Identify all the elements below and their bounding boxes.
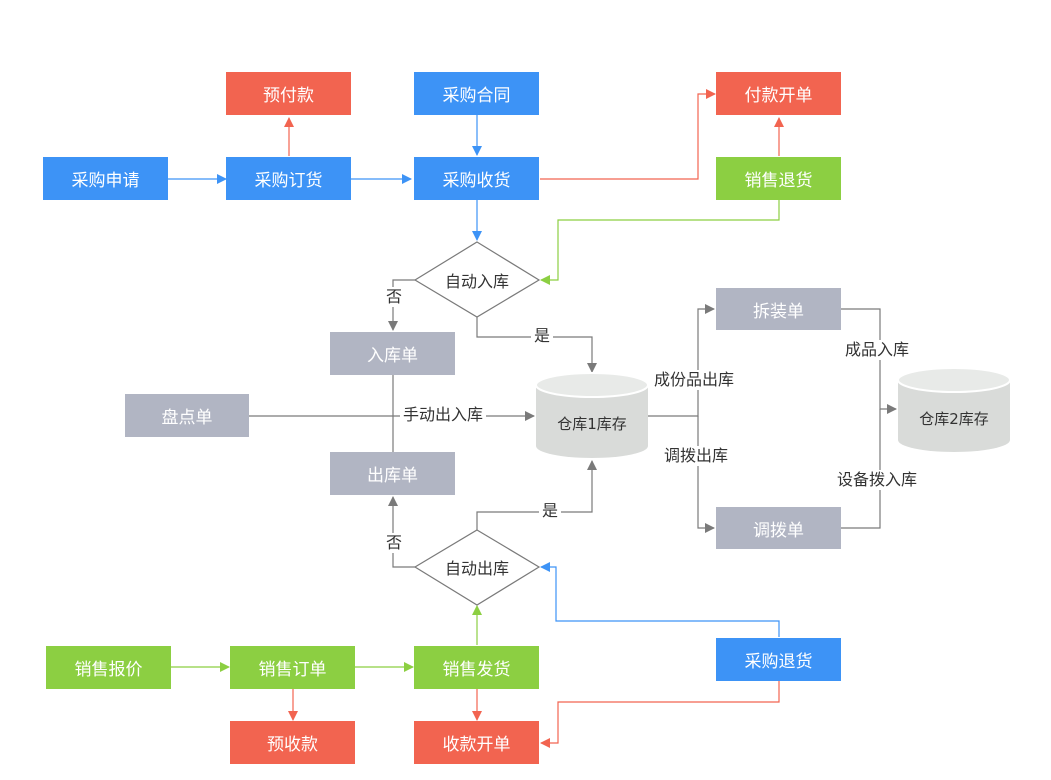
payment-invoice-node: 付款开单 bbox=[716, 72, 841, 115]
inbound-slip-node: 入库单 bbox=[330, 332, 455, 375]
sales-ship-node: 销售发货 bbox=[414, 646, 539, 689]
warehouse1-label: 仓库1库存 bbox=[557, 415, 627, 433]
auto-outbound-label: 自动出库 bbox=[444, 559, 509, 578]
sales-quote-node: 销售报价 bbox=[46, 646, 171, 689]
disassembly-node: 拆装单 bbox=[716, 288, 841, 330]
edge-receive-to-payment bbox=[540, 89, 716, 180]
edge-wh1-to-transfer bbox=[697, 416, 715, 533]
edge-label-yes-top: 是 bbox=[531, 326, 554, 346]
edge-label-yes-bottom: 是 bbox=[539, 501, 562, 521]
purchase-order-node: 采购订货 bbox=[226, 157, 351, 200]
purchase-receive-node: 采购收货 bbox=[414, 157, 539, 200]
edge-label-no-top: 否 bbox=[383, 287, 406, 307]
advance-receipt-node: 预收款 bbox=[230, 721, 355, 764]
edge-label-manual: 手动出入库 bbox=[400, 405, 487, 425]
purchase-return-node: 采购退货 bbox=[716, 638, 841, 681]
transfer-slip-node: 调拨单 bbox=[716, 507, 841, 549]
sales-order-node: 销售订单 bbox=[230, 646, 355, 689]
purchase-request-node: 采购申请 bbox=[43, 157, 168, 200]
edge-label-equipment-in: 设备拨入库 bbox=[834, 470, 921, 490]
receipt-invoice-node: 收款开单 bbox=[414, 721, 539, 764]
purchase-contract-node: 采购合同 bbox=[414, 72, 539, 115]
edge-purchasereturn-to-receipt bbox=[540, 681, 780, 748]
sales-return-node: 销售退货 bbox=[716, 157, 841, 200]
prepay-node: 预付款 bbox=[226, 72, 351, 115]
outbound-slip-node: 出库单 bbox=[330, 452, 455, 495]
edge-label-no-bottom: 否 bbox=[383, 533, 406, 553]
stocktake-node: 盘点单 bbox=[125, 394, 249, 437]
edge-label-finished-in: 成品入库 bbox=[842, 340, 913, 360]
edge-label-component-out: 成份品出库 bbox=[651, 370, 738, 390]
auto-inbound-label: 自动入库 bbox=[444, 272, 509, 291]
auto-outbound-diamond bbox=[413, 529, 541, 606]
edge-autoin-no bbox=[388, 279, 415, 331]
warehouse2-cylinder bbox=[897, 367, 1011, 452]
edge-salesreturn-to-autoin bbox=[540, 200, 780, 285]
warehouse1-cylinder bbox=[535, 372, 649, 458]
edge-autoout-no bbox=[388, 496, 415, 568]
auto-inbound-diamond bbox=[413, 241, 541, 318]
edge-purchasereturn-to-autoout bbox=[540, 562, 780, 637]
edge-autoout-yes bbox=[476, 460, 597, 530]
edge-transfer-to-wh2 bbox=[841, 409, 881, 529]
edge-wh1-to-disassembly bbox=[646, 304, 715, 417]
warehouse2-label: 仓库2库存 bbox=[919, 410, 989, 428]
edge-label-transfer-out: 调拨出库 bbox=[661, 446, 732, 466]
